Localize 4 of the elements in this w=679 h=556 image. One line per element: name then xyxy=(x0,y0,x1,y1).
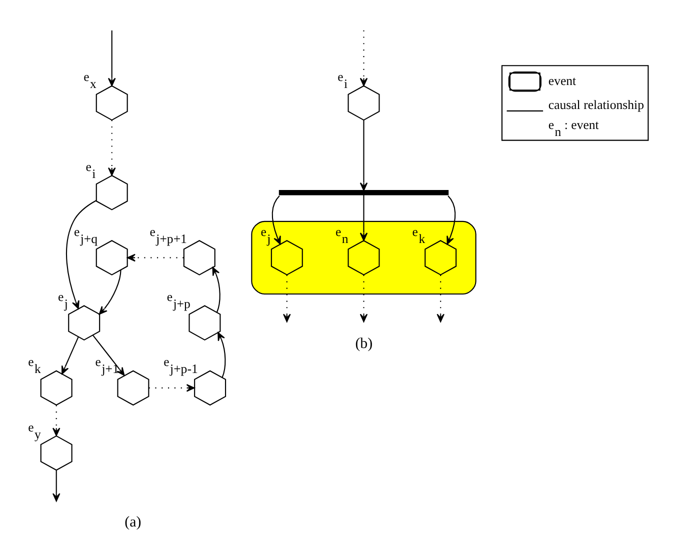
legend-label: causal relationship xyxy=(548,98,644,112)
legend-label: event xyxy=(548,74,576,88)
label: (b) xyxy=(354,336,372,352)
label: (a) xyxy=(124,514,141,531)
